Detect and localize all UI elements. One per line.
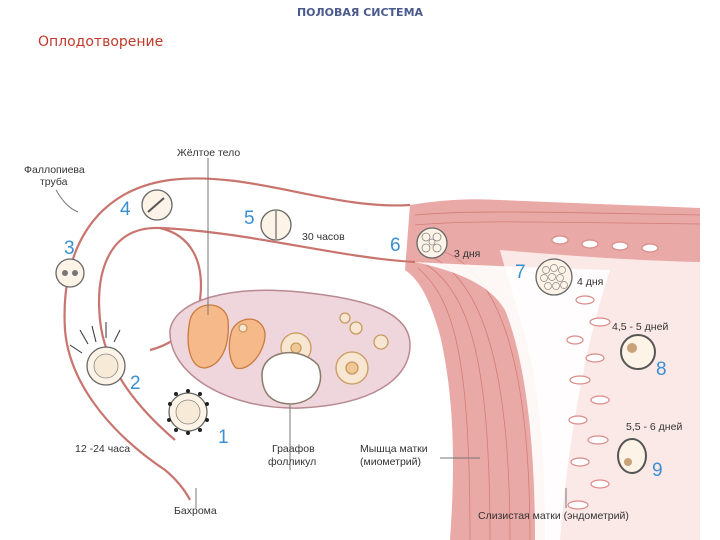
blastocyst-stage-8 <box>620 334 656 370</box>
stage-number-1: 1 <box>218 427 229 448</box>
label-endometrium: Слизистая матки (эндометрий) <box>478 510 629 522</box>
label-fimbria: Бахрома <box>174 505 217 517</box>
endometrium-glands <box>551 235 659 510</box>
follicles <box>238 312 389 385</box>
stage-number-8: 8 <box>656 359 667 380</box>
label-12-24-hours: 12 -24 часа <box>75 443 130 455</box>
uterine-cavity <box>415 262 610 540</box>
graafian-follicle <box>261 351 322 405</box>
morula-stage-7 <box>535 258 573 296</box>
zygote-stage-4 <box>141 189 173 221</box>
stage-number-3: 3 <box>64 238 75 259</box>
slide-subtitle: Оплодотворение <box>38 34 164 50</box>
stage-number-9: 9 <box>652 460 663 481</box>
stage-number-6: 6 <box>390 235 401 256</box>
label-graafian-follicle-2: фолликул <box>268 456 316 468</box>
two-cell-stage-5 <box>260 209 292 241</box>
label-corpus-luteum: Жёлтое тело <box>177 147 240 159</box>
label-45-5-days: 4,5 - 5 дней <box>612 321 668 333</box>
blastocyst-stage-9 <box>617 438 647 474</box>
egg-stage-1 <box>167 389 209 435</box>
stage-number-5: 5 <box>244 208 255 229</box>
stage-number-7: 7 <box>515 262 526 283</box>
label-4-days: 4 дня <box>577 276 603 288</box>
label-3-days: 3 дня <box>454 248 480 260</box>
corpus-luteum <box>187 304 266 369</box>
label-myometrium-2: (миометрий) <box>360 456 421 468</box>
label-55-6-days: 5,5 - 6 дней <box>626 421 682 433</box>
label-fallopian-tube-2: труба <box>40 176 68 188</box>
label-fallopian-tube-1: Фаллопиева <box>24 164 85 176</box>
stage-number-2: 2 <box>130 373 141 394</box>
morula-stage-6 <box>416 227 448 259</box>
slide-title: ПОЛОВАЯ СИСТЕМА <box>296 6 424 19</box>
egg-stage-2 <box>69 322 126 386</box>
label-30-hours: 30 часов <box>302 231 345 243</box>
label-myometrium-1: Мышца матки <box>360 443 428 455</box>
stage-number-4: 4 <box>120 199 131 220</box>
label-graafian-follicle-1: Граафов <box>272 443 315 455</box>
zygote-stage-3 <box>55 258 85 288</box>
leader-lines <box>55 158 567 508</box>
